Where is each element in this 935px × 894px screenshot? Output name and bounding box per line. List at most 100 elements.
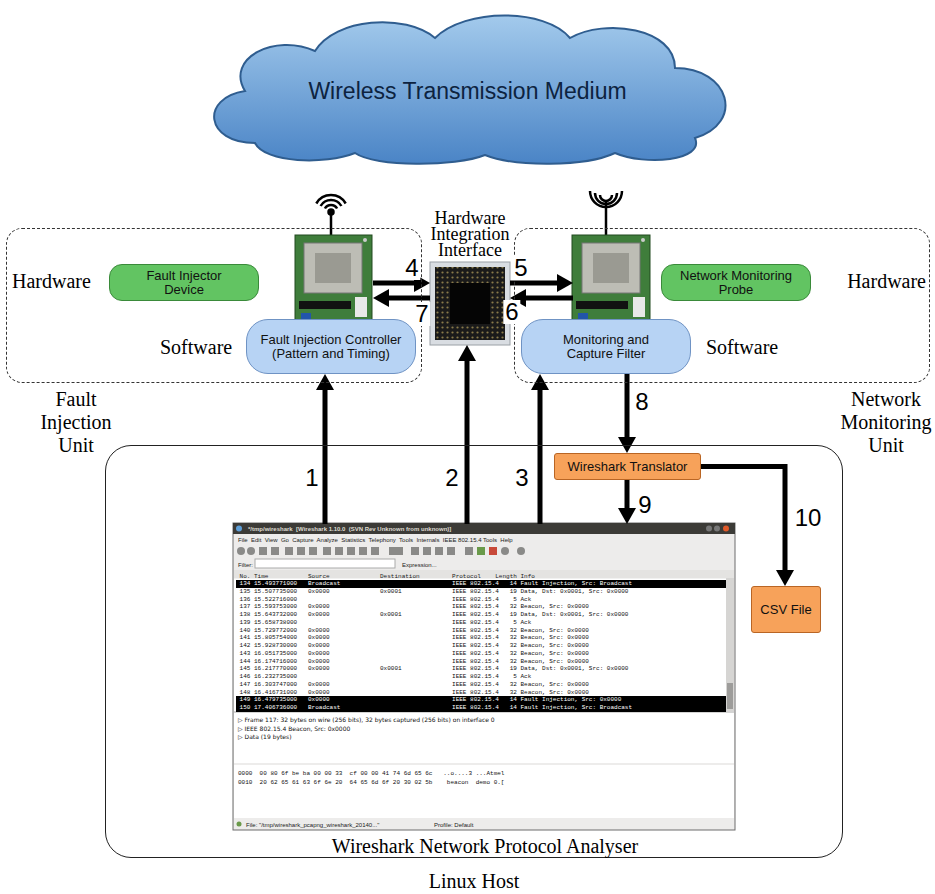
radio-board <box>572 235 650 324</box>
callout-number: 8 <box>633 390 650 414</box>
arrow-line <box>538 389 543 524</box>
arrow-connector <box>316 374 334 524</box>
packet-row: 146 16.232735000 IEEE 802.15.4 5 Ack <box>236 673 531 681</box>
device-pill: Network Monitoring Probe <box>661 264 811 301</box>
layer-label: Software <box>706 336 778 358</box>
receiver-antenna <box>590 191 622 236</box>
column-header: No. Time Source Destination Protocol Len… <box>236 573 535 580</box>
arrow-line <box>323 389 328 524</box>
arrow-head <box>316 374 334 390</box>
filter-label: Filter: <box>238 562 253 569</box>
box-label: Fault Injection Controller (Pattern and … <box>256 333 406 361</box>
packet-row: 143 16.051735000 0x0000 IEEE 802.15.4 32… <box>236 650 589 658</box>
host-heading: Linux Host <box>106 870 842 892</box>
translator-box: Wireshark Translator <box>554 453 701 480</box>
host-boundary: Linux HostWireshark TranslatorWireshark … <box>105 445 843 858</box>
callout-number: 7 <box>413 302 430 326</box>
packet-detail: ▷ Data (19 bytes) <box>238 733 292 741</box>
arrow-connector <box>458 345 476 524</box>
software-box: Fault Injection Controller (Pattern and … <box>246 319 416 374</box>
packet-row: 142 15.928730000 0x0000 IEEE 802.15.4 32… <box>236 642 589 650</box>
wireshark-window: Wireshark Network Protocol Analyser*/tmp… <box>234 524 736 831</box>
packet-row: 144 16.174716000 0x0000 IEEE 802.15.4 32… <box>236 658 589 666</box>
packet-detail: ▷ IEEE 802.15.4 Beacon, Src: 0x0000 <box>238 725 350 733</box>
chip-heading: Hardware Integration Interface <box>422 210 518 258</box>
callout-number: 5 <box>512 256 529 280</box>
packet-row: 134 15.493771000 Broadcast IEEE 802.15.4… <box>236 580 726 588</box>
arrow-line <box>701 467 785 572</box>
packet-row: 141 15.805754000 0x0000 IEEE 802.15.4 32… <box>236 634 589 642</box>
arrow-line <box>510 281 558 286</box>
integration-chip: Hardware Integration Interface <box>430 262 510 345</box>
packet-row: 136 15.522716000 IEEE 802.15.4 5 Ack <box>236 596 531 604</box>
arrow-connector <box>701 467 794 587</box>
packet-row: 139 15.658738000 IEEE 802.15.4 5 Ack <box>236 619 531 627</box>
device-label: Network Monitoring Probe <box>674 269 799 297</box>
arrow-connector <box>618 480 636 524</box>
packet-row: 135 15.507735000 0x0000 0x0001 IEEE 802.… <box>236 588 628 596</box>
radio-board <box>295 235 372 324</box>
hex-dump: 0000 00 80 6f be ba 00 00 33 cf 00 00 41… <box>238 770 504 778</box>
unit-heading: Network Monitoring Unit <box>839 388 933 457</box>
arrow-head <box>373 289 389 307</box>
callout-number: 6 <box>503 300 520 324</box>
arrow-line <box>625 374 630 438</box>
packet-row: 150 17.406736000 Broadcast IEEE 802.15.4… <box>236 704 726 712</box>
unit-boundary: Fault Injection UnitFault Injector Devic… <box>6 228 422 383</box>
arrow-line <box>525 296 573 301</box>
callout-number: 10 <box>793 506 824 530</box>
arrow-line <box>388 296 430 301</box>
callout-number: 2 <box>443 466 460 490</box>
arrow-head <box>557 274 573 292</box>
cloud-label: Wireless Transmission Medium <box>308 78 626 105</box>
arrow-head <box>531 374 549 390</box>
packet-detail: ▷ Frame 117: 32 bytes on wire (256 bits)… <box>238 716 495 724</box>
unit-heading: Fault Injection Unit <box>26 388 126 457</box>
packet-row: 147 16.303747000 0x0000 IEEE 802.15.4 32… <box>236 681 589 689</box>
unit-boundary: Network Monitoring UnitNetwork Monitorin… <box>514 228 930 383</box>
software-box: Monitoring and Capture Filter <box>521 319 691 374</box>
window-caption: Wireshark Network Protocol Analyser <box>234 835 736 857</box>
packet-row: 149 16.479735000 0x0000 IEEE 802.15.4 14… <box>236 696 726 704</box>
device-label: Fault Injector Device <box>134 269 234 297</box>
layer-label: Hardware <box>847 270 926 292</box>
window-title: */tmp/wireshark [Wireshark 1.10.0 (SVN R… <box>248 526 451 533</box>
status-text: Profile: Default <box>434 822 473 829</box>
file-box: CSV File <box>751 586 821 633</box>
device-pill: Fault Injector Device <box>109 264 259 301</box>
packet-row: 137 15.593753000 0x0000 IEEE 802.15.4 32… <box>236 603 589 611</box>
hex-dump: 0010 20 62 65 61 63 6f 6e 20 64 65 6d 6f… <box>238 779 504 787</box>
cloud-outline <box>214 16 725 164</box>
arrow-line <box>465 360 470 524</box>
arrow-head <box>458 345 476 361</box>
callout-number: 3 <box>513 466 530 490</box>
hardware-device: Network Monitoring Probe <box>573 233 811 325</box>
layer-label: Hardware <box>12 270 91 292</box>
wireless-antenna <box>316 195 345 236</box>
callout-number: 9 <box>636 493 653 517</box>
packet-row: 145 16.217770000 0x0000 0x0001 IEEE 802.… <box>236 665 628 673</box>
callout-number: 1 <box>303 466 320 490</box>
wireshark-screenshot <box>233 523 735 830</box>
filter-button: Expression... <box>402 562 437 569</box>
packet-row: 140 15.729772000 0x0000 IEEE 802.15.4 32… <box>236 627 589 635</box>
packet-row: 138 15.643732000 0x0000 0x0001 IEEE 802.… <box>236 611 628 619</box>
arrow-connector <box>531 374 549 524</box>
hardware-device: Fault Injector Device <box>109 233 373 325</box>
box-label: Wireshark Translator <box>568 460 688 474</box>
cloud-shape: Wireless Transmission Medium <box>185 3 750 168</box>
status-text: File: "/tmp/wireshark_pcapng_wireshark_2… <box>246 822 379 829</box>
arrow-head <box>776 570 794 586</box>
box-label: CSV File <box>760 603 811 617</box>
box-label: Monitoring and Capture Filter <box>554 333 659 361</box>
callout-number: 4 <box>403 256 420 280</box>
menu-bar: File Edit View Go Capture Analyze Statis… <box>238 537 513 544</box>
chip-picture <box>430 262 510 345</box>
arrow-head <box>618 508 636 524</box>
arrow-line <box>373 281 415 286</box>
layer-label: Software <box>160 336 232 358</box>
packet-row: 148 16.416731000 0x0000 IEEE 802.15.4 32… <box>236 689 589 697</box>
arrow-line <box>625 480 630 509</box>
